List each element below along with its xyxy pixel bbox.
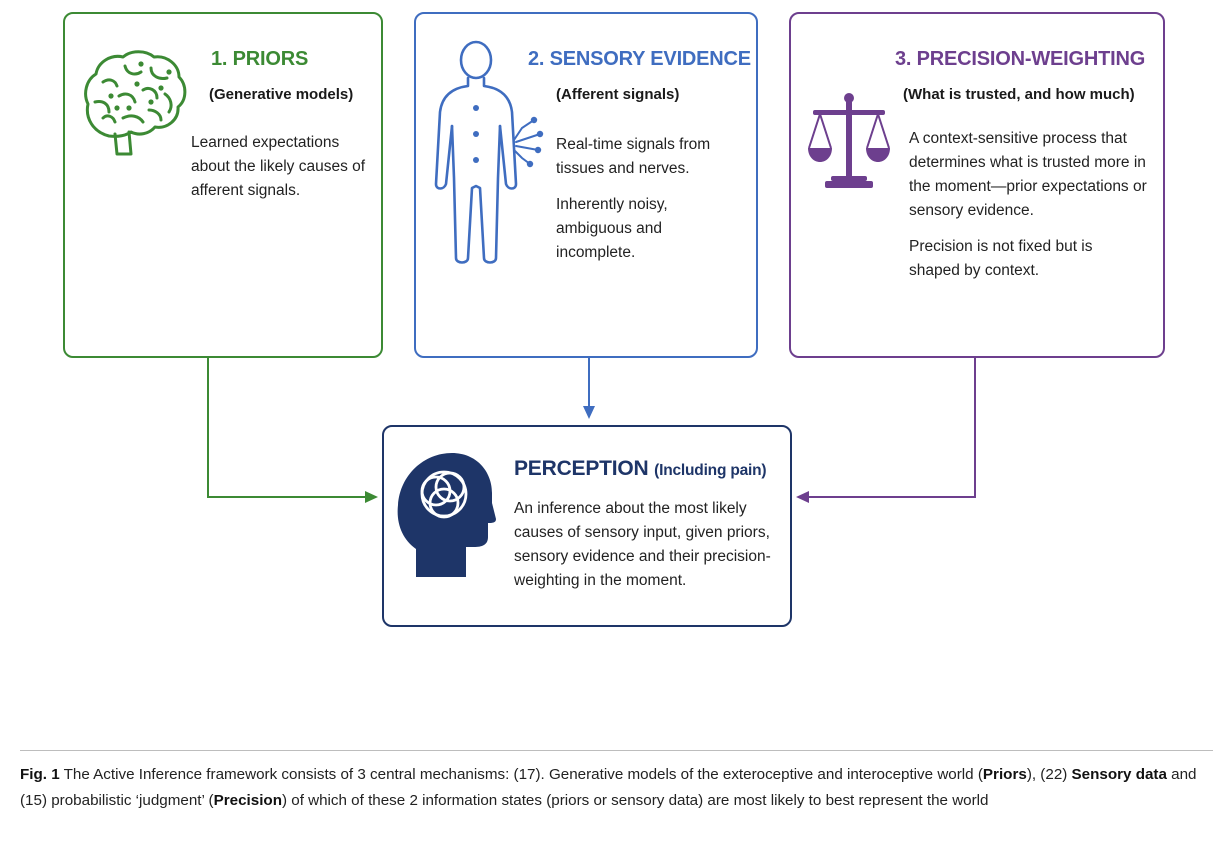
priors-arrowhead (365, 491, 378, 503)
sensory-evidence-box: 2. SENSORY EVIDENCE (Afferent signals) R… (414, 12, 758, 358)
scales-icon (808, 93, 890, 188)
caption-bold-priors: Priors (982, 766, 1027, 783)
precision-to-perception-arrow (806, 358, 976, 498)
precision-body-1: A context-sensitive process that determi… (909, 130, 1147, 219)
caption-text-2: ), (22) (1026, 766, 1072, 783)
perception-body: An inference about the most likely cause… (514, 500, 771, 589)
caption-label: Fig. 1 (20, 766, 60, 783)
precision-body-2: Precision is not fixed but is shaped by … (909, 238, 1093, 279)
sensory-subtitle: (Afferent signals) (556, 86, 680, 103)
precision-weighting-box: 3. PRECISION-WEIGHTING (What is trusted,… (789, 12, 1165, 358)
caption-text-3: and (15) probabilistic ‘judgment’ ( (20, 766, 1197, 809)
caption-text-1: The Active Inference framework consists … (63, 766, 983, 783)
figure-caption: Fig. 1 The Active Inference framework co… (20, 762, 1215, 814)
brain-icon (84, 50, 187, 156)
caption-bold-sensory: Sensory data (1071, 766, 1167, 783)
perception-box: PERCEPTION (Including pain) An inference… (382, 425, 792, 627)
precision-arrowhead (796, 491, 809, 503)
perception-title-row: PERCEPTION (Including pain) (514, 457, 767, 481)
priors-subtitle: (Generative models) (209, 86, 354, 103)
precision-subtitle: (What is trusted, and how much) (903, 86, 1135, 103)
caption-bold-precision: Precision (213, 792, 282, 809)
caption-text-4: ) of which of these 2 information states… (281, 792, 989, 809)
sensory-body-1: Real-time signals from tissues and nerve… (556, 136, 711, 177)
precision-description: A context-sensitive process that determi… (909, 127, 1153, 283)
sensory-arrowhead (583, 406, 595, 419)
caption-divider (20, 750, 1213, 751)
perception-description: An inference about the most likely cause… (514, 497, 784, 593)
priors-body: Learned expectations about the likely ca… (191, 134, 366, 199)
priors-to-perception-arrow (207, 358, 368, 498)
precision-title: 3. PRECISION-WEIGHTING (895, 48, 1146, 70)
priors-description: Learned expectations about the likely ca… (191, 131, 377, 203)
sensory-description: Real-time signals from tissues and nerve… (556, 133, 734, 265)
sensory-body-2: Inherently noisy, ambiguous and incomple… (556, 196, 668, 261)
perception-title: PERCEPTION (514, 457, 649, 480)
sensory-title: 2. SENSORY EVIDENCE (528, 48, 751, 70)
head-icon (397, 453, 496, 577)
human-body-icon (434, 40, 544, 264)
priors-title: 1. PRIORS (211, 48, 309, 70)
perception-title-suffix: (Including pain) (654, 462, 767, 479)
priors-box: 1. PRIORS (Generative models) Learned ex… (63, 12, 383, 358)
